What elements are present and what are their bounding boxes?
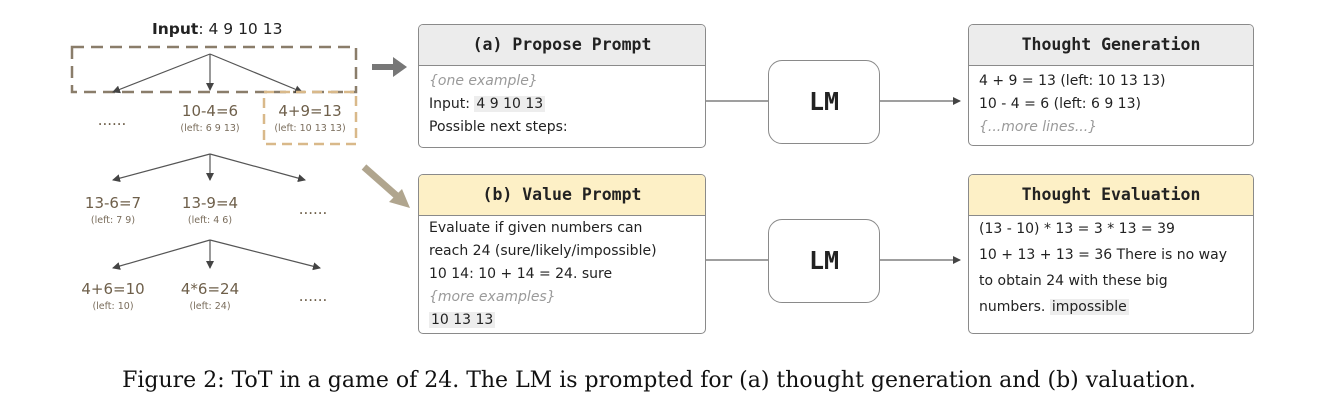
instruction-line: reach 24 (sure/likely/impossible) — [429, 243, 657, 259]
verdict-prefix: numbers. — [979, 299, 1050, 315]
tree-node-left: (left: 10 13 13) — [274, 123, 346, 134]
input-dashed-box — [70, 45, 358, 94]
branch-line — [209, 153, 306, 183]
value-prompt-title: (b) Value Prompt — [419, 175, 705, 216]
tree-node-expr: 10-4=6 — [181, 102, 239, 120]
tree-node-expr: 4*6=24 — [180, 280, 240, 298]
input-numbers: 10 13 13 — [429, 312, 496, 328]
tree-node-expr: ...... — [298, 200, 328, 218]
thought-generation-body: 4 + 9 = 13 (left: 10 13 13) 10 - 4 = 6 (… — [969, 66, 1253, 139]
input-word: Input — [152, 20, 199, 38]
tree-node: 13-9=4 (left: 4 6) — [165, 196, 255, 226]
tree-node: ...... — [288, 202, 338, 217]
value-prompt-body: Evaluate if given numbers can reach 24 (… — [419, 216, 705, 332]
tree-node-left: (left: 7 9) — [90, 215, 136, 226]
tree-node-expr: 13-6=7 — [84, 194, 142, 212]
verdict-highlight: impossible — [1049, 299, 1129, 315]
tree-node: 13-6=7 (left: 7 9) — [68, 196, 158, 226]
tree-node-expr: ...... — [97, 111, 127, 129]
lm-box-bottom: LM — [768, 219, 880, 303]
tree-node: ...... — [80, 113, 144, 128]
thought-evaluation-body: (13 - 10) * 13 = 3 * 13 = 39 10 + 13 + 1… — [969, 216, 1253, 320]
propose-arrow — [372, 57, 407, 77]
next-steps-line: Possible next steps: — [429, 119, 568, 135]
tree-node-selected: 4+9=13 (left: 10 13 13) — [266, 104, 354, 134]
tree-node-left: (left: 4 6) — [187, 215, 233, 226]
branch-line — [209, 53, 303, 94]
evaluation-line: (13 - 10) * 13 = 3 * 13 = 39 — [979, 221, 1175, 237]
example-line: 10 14: 10 + 14 = 24. sure — [429, 266, 613, 282]
input-numbers: : 4 9 10 13 — [198, 20, 283, 38]
tree-node-left: (left: 6 9 13) — [180, 123, 240, 134]
tree-node-expr: 4+6=10 — [81, 280, 145, 298]
value-prompt-box: (b) Value Prompt Evaluate if given numbe… — [418, 174, 706, 334]
tree-node-left: (left: 24) — [189, 301, 231, 312]
propose-prompt-body: {one example} Input: 4 9 10 13 Possible … — [419, 66, 705, 139]
thought-line: 10 - 4 = 6 (left: 6 9 13) — [979, 96, 1141, 112]
selected-dashed-box — [262, 90, 358, 146]
tree-node: 4+6=10 (left: 10) — [68, 282, 158, 312]
propose-prompt-box: (a) Propose Prompt {one example} Input: … — [418, 24, 706, 148]
branch-line — [209, 239, 321, 271]
input-line: Input: 4 9 10 13 — [429, 93, 695, 116]
figure-caption: Figure 2: ToT in a game of 24. The LM is… — [122, 368, 1196, 393]
instruction-line: Evaluate if given numbers can — [429, 220, 643, 236]
tree-node-expr: 4+9=13 — [278, 102, 342, 120]
example-placeholder: {one example} — [429, 73, 538, 89]
thought-evaluation-box: Thought Evaluation (13 - 10) * 13 = 3 * … — [968, 174, 1254, 334]
tree-node-left: (left: 10) — [92, 301, 134, 312]
evaluation-line: 10 + 13 + 13 = 36 There is no way — [979, 247, 1227, 263]
tree-node-expr: 13-9=4 — [181, 194, 239, 212]
thought-generation-box: Thought Generation 4 + 9 = 13 (left: 10 … — [968, 24, 1254, 146]
input-line: 10 13 13 — [429, 309, 695, 332]
thought-evaluation-title: Thought Evaluation — [969, 175, 1253, 216]
thought-line: 4 + 9 = 13 (left: 10 13 13) — [979, 73, 1166, 89]
tree-input-label: Input: 4 9 10 13 — [152, 20, 282, 38]
input-numbers: 4 9 10 13 — [474, 96, 546, 112]
branch-line — [112, 153, 211, 183]
propose-prompt-title: (a) Propose Prompt — [419, 25, 705, 66]
thought-generation-title: Thought Generation — [969, 25, 1253, 66]
tree-node: 4*6=24 (left: 24) — [165, 282, 255, 312]
value-arrow — [361, 164, 410, 208]
diagram-connectors — [70, 45, 961, 271]
tree-node-expr: ...... — [298, 287, 328, 305]
tree-node: ...... — [288, 289, 338, 304]
input-label: Input: — [429, 96, 475, 112]
branch-line — [112, 239, 211, 270]
more-lines-placeholder: {...more lines...} — [979, 119, 1098, 135]
evaluation-line: to obtain 24 with these big — [979, 273, 1168, 289]
branch-line — [112, 53, 211, 94]
evaluation-line: numbers. impossible — [979, 294, 1243, 320]
examples-placeholder: {more examples} — [429, 289, 556, 305]
tree-node: 10-4=6 (left: 6 9 13) — [165, 104, 255, 134]
lm-box-top: LM — [768, 60, 880, 144]
